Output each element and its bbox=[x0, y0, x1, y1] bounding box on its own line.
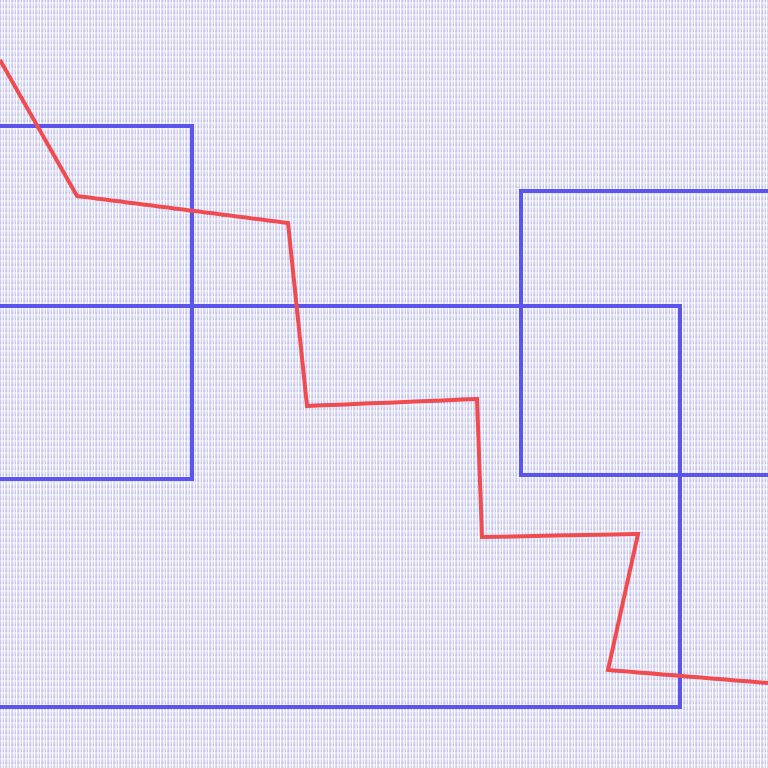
route-line[interactable] bbox=[0, 59, 768, 685]
polygon-right[interactable] bbox=[519, 189, 768, 477]
polygon-layer bbox=[0, 124, 768, 709]
polygon-center[interactable] bbox=[0, 304, 682, 709]
polygon-left[interactable] bbox=[0, 124, 194, 481]
